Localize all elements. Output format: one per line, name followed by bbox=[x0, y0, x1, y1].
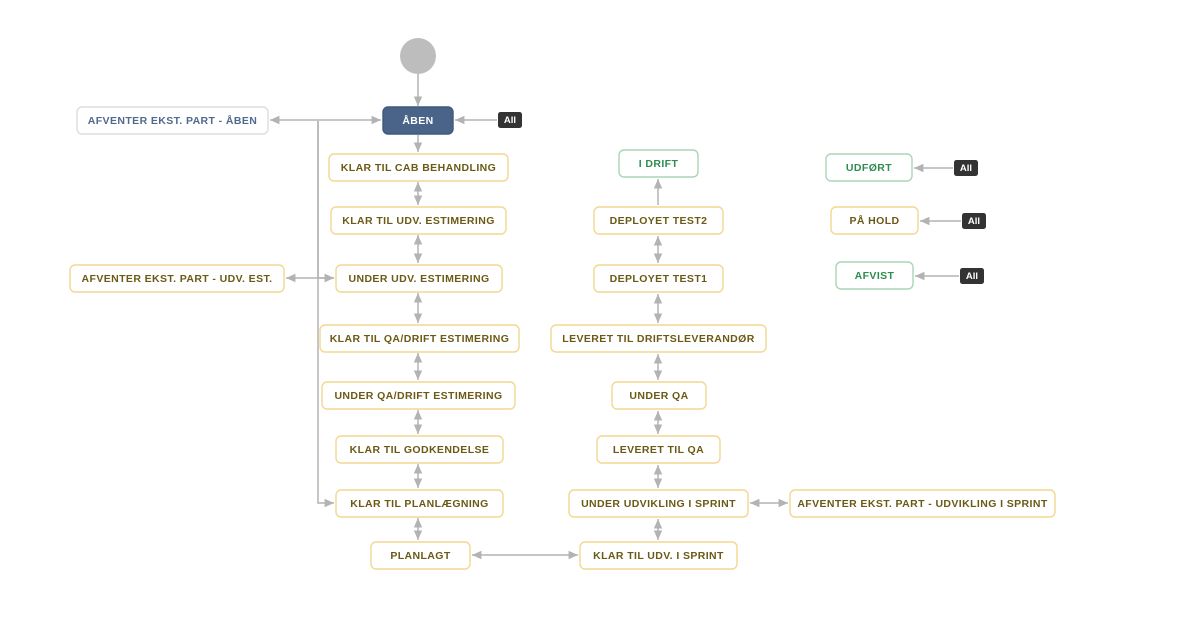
node-box-lev-qa[interactable] bbox=[596, 435, 721, 464]
node-box-under-udv-sprint[interactable] bbox=[568, 489, 749, 518]
node-klar-godk[interactable]: KLAR TIL GODKENDELSE bbox=[335, 435, 504, 464]
node-paa-hold[interactable]: PÅ HOLD bbox=[830, 206, 919, 235]
start-node[interactable] bbox=[400, 38, 436, 74]
node-i-drift[interactable]: I DRIFT bbox=[618, 149, 699, 178]
node-klar-cab[interactable]: KLAR TIL CAB BEHANDLING bbox=[328, 153, 509, 182]
node-under-qa-drift[interactable]: UNDER QA/DRIFT ESTIMERING bbox=[321, 381, 516, 410]
edge-trunk-to-planl bbox=[317, 121, 334, 508]
node-box-klar-udv-sprint[interactable] bbox=[579, 541, 738, 570]
node-afv-udv-sprint[interactable]: AFVENTER EKST. PART - UDVIKLING I SPRINT bbox=[789, 489, 1056, 518]
node-under-qa[interactable]: UNDER QA bbox=[611, 381, 707, 410]
node-udfoert[interactable]: UDFØRT bbox=[825, 153, 913, 182]
node-box-i-drift[interactable] bbox=[618, 149, 699, 178]
badge-box-badge-afvist[interactable] bbox=[960, 268, 984, 284]
node-box-under-udv-est[interactable] bbox=[335, 264, 503, 293]
badge-box-badge-udfoert[interactable] bbox=[954, 160, 978, 176]
node-box-deployet-test1[interactable] bbox=[593, 264, 724, 293]
node-box-klar-qa-drift[interactable] bbox=[319, 324, 520, 353]
all-badge-badge-aaben[interactable]: All bbox=[498, 112, 522, 128]
node-under-udv-sprint[interactable]: UNDER UDVIKLING I SPRINT bbox=[568, 489, 749, 518]
node-box-klar-planl[interactable] bbox=[335, 489, 504, 518]
edge-trunk-to-underudvest bbox=[317, 121, 334, 283]
node-box-planlagt[interactable] bbox=[370, 541, 471, 570]
node-box-afv-aaben[interactable] bbox=[76, 106, 269, 135]
node-box-lev-drift[interactable] bbox=[550, 324, 767, 353]
node-box-afv-udv-sprint[interactable] bbox=[789, 489, 1056, 518]
node-afv-aaben[interactable]: AFVENTER EKST. PART - ÅBEN bbox=[76, 106, 269, 135]
node-box-afvist[interactable] bbox=[835, 261, 914, 290]
node-deployet-test2[interactable]: DEPLOYET TEST2 bbox=[593, 206, 724, 235]
node-box-aaben[interactable] bbox=[382, 106, 454, 135]
node-deployet-test1[interactable]: DEPLOYET TEST1 bbox=[593, 264, 724, 293]
node-box-under-qa-drift[interactable] bbox=[321, 381, 516, 410]
all-badge-badge-paahold[interactable]: All bbox=[962, 213, 986, 229]
edge-layer bbox=[270, 74, 961, 560]
all-badge-badge-udfoert[interactable]: All bbox=[954, 160, 978, 176]
node-layer: ÅBEN AFVENTER EKST. PART - ÅBEN KLAR TIL C… bbox=[69, 38, 1056, 570]
node-box-under-qa[interactable] bbox=[611, 381, 707, 410]
node-box-afv-udv-est[interactable] bbox=[69, 264, 285, 293]
all-badge-badge-afvist[interactable]: All bbox=[960, 268, 984, 284]
node-box-udfoert[interactable] bbox=[825, 153, 913, 182]
badge-box-badge-paahold[interactable] bbox=[962, 213, 986, 229]
node-lev-qa[interactable]: LEVERET TIL QA bbox=[596, 435, 721, 464]
node-box-klar-udv-est[interactable] bbox=[330, 206, 507, 235]
node-aaben[interactable]: ÅBEN bbox=[382, 106, 454, 135]
node-box-paa-hold[interactable] bbox=[830, 206, 919, 235]
node-klar-planl[interactable]: KLAR TIL PLANLÆGNING bbox=[335, 489, 504, 518]
node-planlagt[interactable]: PLANLAGT bbox=[370, 541, 471, 570]
badge-box-badge-aaben[interactable] bbox=[498, 112, 522, 128]
node-klar-udv-sprint[interactable]: KLAR TIL UDV. I SPRINT bbox=[579, 541, 738, 570]
node-box-klar-cab[interactable] bbox=[328, 153, 509, 182]
node-under-udv-est[interactable]: UNDER UDV. ESTIMERING bbox=[335, 264, 503, 293]
node-box-klar-godk[interactable] bbox=[335, 435, 504, 464]
node-afv-udv-est[interactable]: AFVENTER EKST. PART - UDV. EST. bbox=[69, 264, 285, 293]
node-klar-udv-est[interactable]: KLAR TIL UDV. ESTIMERING bbox=[330, 206, 507, 235]
node-afvist[interactable]: AFVIST bbox=[835, 261, 914, 290]
node-klar-qa-drift[interactable]: KLAR TIL QA/DRIFT ESTIMERING bbox=[319, 324, 520, 353]
node-box-deployet-test2[interactable] bbox=[593, 206, 724, 235]
node-lev-drift[interactable]: LEVERET TIL DRIFTSLEVERANDØR bbox=[550, 324, 767, 353]
